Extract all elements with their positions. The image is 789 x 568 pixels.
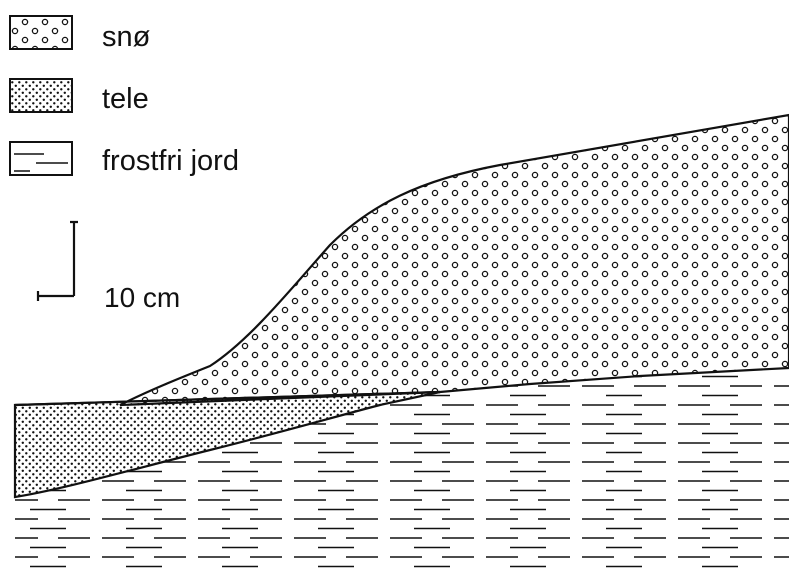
legend-item-unfrozen-ground: frostfri jord: [10, 142, 239, 177]
legend-label-frozen-ground: tele: [102, 83, 149, 115]
legend-swatch-snow: [10, 16, 72, 49]
legend-swatch-unfrozen-ground: [10, 142, 72, 175]
legend-item-snow: snø: [10, 16, 151, 53]
scale-bar-label: 10 cm: [104, 282, 180, 313]
legend-label-snow: snø: [102, 21, 151, 53]
legend-item-frozen-ground: tele: [10, 79, 149, 115]
scale-bar: 10 cm: [38, 222, 180, 313]
legend: snø tele frostfri jord: [10, 16, 239, 177]
scale-bar-lines: [38, 222, 78, 301]
legend-label-unfrozen-ground: frostfri jord: [102, 145, 239, 177]
legend-swatch-frozen-ground: [10, 79, 72, 112]
